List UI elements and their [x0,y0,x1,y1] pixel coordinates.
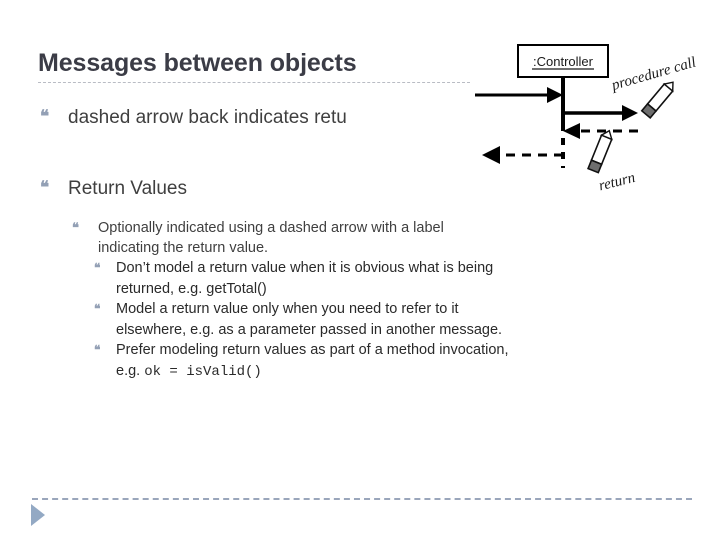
outgoing-message-arrowhead [622,105,638,121]
title-divider [38,82,470,83]
outer-return-arrowhead [482,146,500,164]
bullet-marker-icon: ❝ [40,178,50,197]
sequence-diagram-image: :Controller procedure call [470,40,720,200]
bullet-text-line: Model a return value only when you need … [116,301,459,317]
footer-divider [32,498,692,500]
pencil-icon-procedure-call [640,81,674,120]
bullet-item-dashed-arrow: ❝ dashed arrow back indicates retu [38,104,698,131]
return-message-arrowhead [563,123,580,139]
bullet-marker-icon: ❝ [94,343,101,357]
pencil-icon-return [587,129,613,174]
annotation-procedure-call: procedure call [609,55,698,95]
bullet-marker-icon: ❝ [94,261,101,275]
bullet-item-return-values: ❝ Return Values [38,175,698,202]
code-snippet: ok = isValid() [144,363,262,380]
title-block: Messages between objects [38,48,478,83]
bullet-text: dashed arrow back indicates retu [68,107,347,128]
bullet-text-line: Don’t model a return value when it is ob… [116,260,494,276]
object-box-label: :Controller [533,54,594,69]
annotation-procedure-call-group: procedure call [609,55,698,95]
bullet-item-model-only-when: ❝ Model a return value only when you nee… [92,299,698,340]
code-label: e.g. [116,362,141,379]
bullet-marker-icon: ❝ [94,302,101,316]
footer-triangle-icon [31,504,45,526]
bullet-marker-icon: ❝ [72,220,79,235]
bullet-item-prefer-modeling: ❝ Prefer modeling return values as part … [92,340,698,382]
annotation-return-group: return [597,170,637,194]
bullet-item-optionally-indicated: ❝ Optionally indicated using a dashed ar… [68,218,698,258]
bullet-text-line: returned, e.g. getTotal() [116,280,267,297]
bullet-text: Return Values [68,178,187,199]
slide-body: ❝ dashed arrow back indicates retu ❝ Ret… [38,104,698,382]
bullet-text-line: elsewhere, e.g. as a parameter passed in… [116,321,503,338]
bullet-text-line: indicating the return value. [98,240,269,256]
page-title: Messages between objects [38,49,357,77]
spacer [38,204,698,218]
bullet-text-line: Optionally indicated using a dashed arro… [98,220,444,236]
annotation-return: return [597,170,637,194]
incoming-message-arrowhead [547,87,563,103]
bullet-item-dont-model: ❝ Don’t model a return value when it is … [92,258,698,299]
bullet-marker-icon: ❝ [40,107,50,126]
bullet-text-line: Prefer modeling return values as part of… [116,342,509,358]
bullet-text-line-code: e.g. ok = isValid() [116,361,698,383]
